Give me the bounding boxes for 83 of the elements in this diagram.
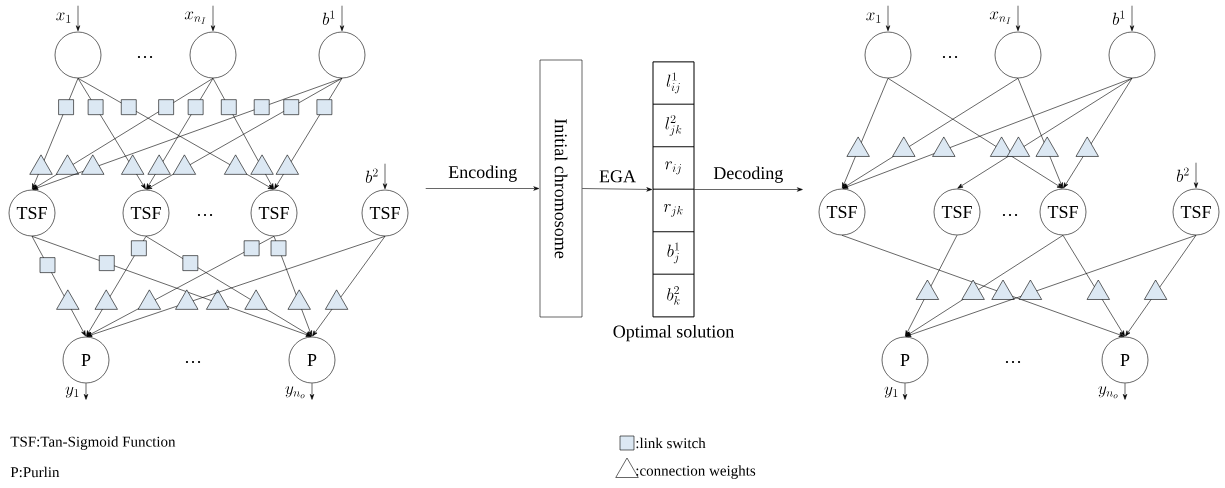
weighted-connection <box>77 78 146 190</box>
chromosome-cell: $l^{2}_{jk}$ <box>652 103 695 147</box>
weighted-connection <box>905 235 958 337</box>
weighted-connection <box>32 78 214 190</box>
weighted-connection <box>31 236 312 337</box>
ellipsis: … <box>137 55 153 59</box>
weighted-connection <box>887 78 1063 189</box>
ellipsis: … <box>942 55 958 59</box>
arrow <box>885 5 891 32</box>
legend-label: :connection weights <box>636 465 756 479</box>
edge-label: EGA <box>599 170 636 183</box>
edge-label: $y_{1}$ <box>65 386 79 398</box>
chromosome-cell: $b^{1}_{j}$ <box>652 231 695 275</box>
weighted-connection <box>86 236 275 337</box>
input-circle <box>864 31 912 79</box>
ellipsis: … <box>185 360 201 364</box>
arrow <box>902 383 908 400</box>
edge-label: Decoding <box>713 166 783 183</box>
weighted-connection <box>86 236 147 337</box>
weighted-connection <box>146 78 343 190</box>
edge-label: $b^{2}$ <box>365 168 378 183</box>
input-circle <box>1108 31 1156 79</box>
arrow <box>1129 5 1135 32</box>
input-circle <box>54 31 102 79</box>
ellipsis: … <box>1005 360 1021 364</box>
weighted-connection <box>86 236 386 337</box>
weighted-connection <box>1063 78 1133 189</box>
arrow <box>309 383 315 400</box>
weighted-connection <box>31 236 86 337</box>
weighted-connection <box>842 78 1019 189</box>
edge-label: $x_{1}$ <box>56 12 71 23</box>
weighted-connection <box>1017 78 1063 189</box>
arrow <box>83 383 89 400</box>
legend-label: :link switch <box>636 437 706 449</box>
arrow <box>75 5 81 32</box>
note: TSF:Tan-Sigmoid Function <box>10 436 176 450</box>
weighted-connection <box>29 78 79 190</box>
weighted-connection <box>312 236 386 337</box>
weighted-connection <box>146 78 214 190</box>
weighted-connection <box>842 78 889 189</box>
edge-label: $y_{1}$ <box>884 386 898 398</box>
edge-label: $x_{n_{I}}$ <box>989 11 1011 24</box>
chromosome-cell: $r_{ij}$ <box>652 146 695 190</box>
input-circle <box>318 31 366 79</box>
weighted-connection <box>905 235 1197 337</box>
edge-label: $b^{1}$ <box>322 10 335 25</box>
chromosome-box: Initial chromosome <box>539 59 583 318</box>
arrow <box>694 187 803 192</box>
edge-label: $b^{2}$ <box>1176 167 1189 182</box>
input-circle <box>994 31 1042 79</box>
input-circle <box>189 31 237 79</box>
edge-label: $b^{1}$ <box>1112 10 1125 25</box>
node-label: Optimal solution <box>613 324 734 342</box>
chromosome-cell: $b^{2}_{k}$ <box>652 273 695 317</box>
weighted-connection <box>270 236 312 337</box>
arrow <box>1193 162 1199 189</box>
edge-label: Encoding <box>448 165 517 182</box>
arrow <box>382 163 388 190</box>
arrow <box>339 5 345 32</box>
weighted-connection <box>274 78 343 190</box>
arrow <box>210 5 216 32</box>
arrow <box>425 186 540 191</box>
weighted-connection <box>841 235 1125 337</box>
arrow <box>1122 383 1128 400</box>
edge-label: $y_{n_{o}}$ <box>1098 386 1118 399</box>
arrow <box>1015 5 1021 32</box>
arrow <box>582 187 653 192</box>
weighted-connection <box>212 78 274 190</box>
edge-label: $x_{n_{I}}$ <box>184 11 206 24</box>
ellipsis: … <box>1002 213 1018 217</box>
weighted-connection <box>957 78 1133 189</box>
edge-label: $x_{1}$ <box>866 12 881 23</box>
weighted-connection <box>1062 235 1125 337</box>
edge-label: $y_{n_{o}}$ <box>285 386 305 399</box>
chromosome-cell: $r_{jk}$ <box>652 188 695 232</box>
weighted-connection <box>905 235 1064 337</box>
note: P:Purlin <box>10 466 60 478</box>
ellipsis: … <box>197 213 213 217</box>
chromosome-column <box>652 61 695 318</box>
weighted-connection <box>1125 235 1197 337</box>
chromosome-cell: $l^{1}_{ij}$ <box>652 61 695 105</box>
weighted-connection <box>145 236 312 337</box>
weighted-connection <box>77 78 274 190</box>
